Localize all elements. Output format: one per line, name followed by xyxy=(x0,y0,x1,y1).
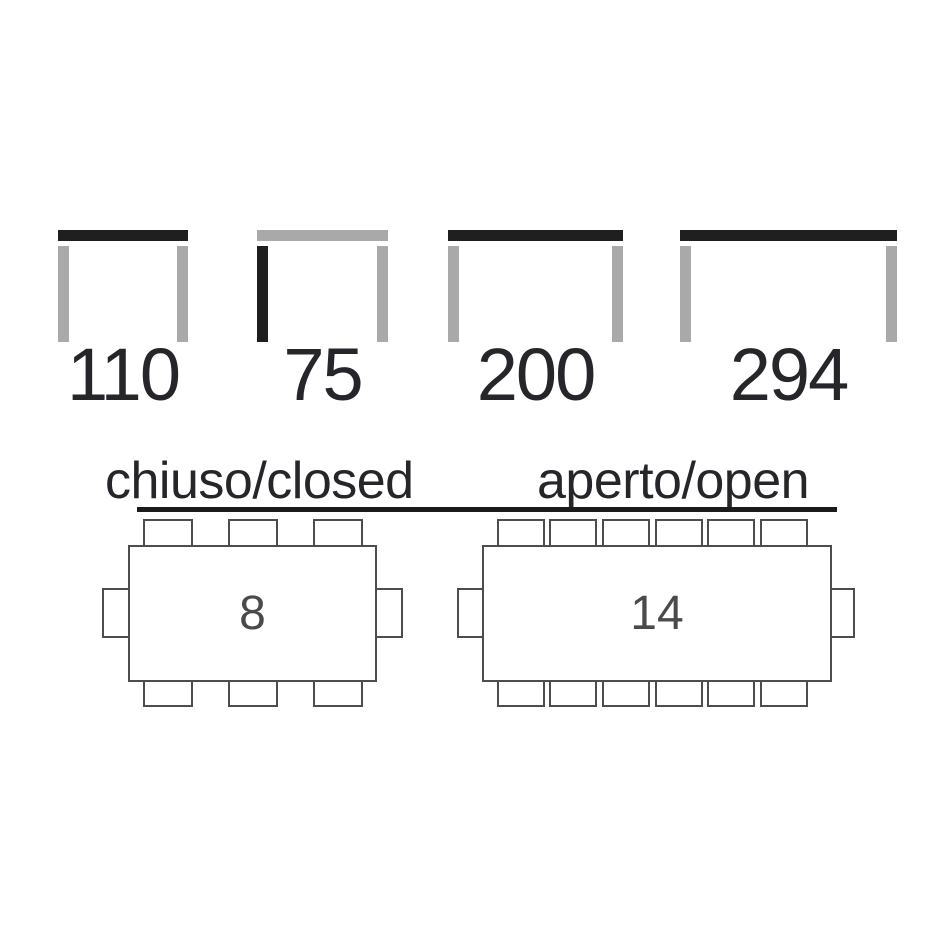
divider-line xyxy=(137,507,837,512)
chair xyxy=(707,519,755,547)
chair xyxy=(143,680,193,707)
chair xyxy=(549,680,597,707)
chair xyxy=(313,519,363,547)
chair xyxy=(830,588,855,638)
dimension-diagram-width-110: 110 xyxy=(58,230,188,440)
chair xyxy=(313,680,363,707)
open-seat-count: 14 xyxy=(630,586,684,640)
chair xyxy=(497,519,545,547)
table-leg-left xyxy=(58,246,69,342)
chair xyxy=(228,519,278,547)
table-leg-right xyxy=(377,246,388,342)
dimension-value: 200 xyxy=(476,333,596,416)
open-config-label: aperto/open xyxy=(537,452,810,510)
chair xyxy=(655,680,703,707)
chair xyxy=(707,680,755,707)
dimension-diagram-height-75: 75 xyxy=(257,230,388,440)
closed-seat-count: 8 xyxy=(239,586,266,640)
chair xyxy=(602,519,650,547)
table-leg-right xyxy=(886,246,897,342)
closed-table-top: 8 xyxy=(128,545,377,682)
tabletop-bar-highlighted xyxy=(448,230,623,241)
tabletop-bar xyxy=(257,230,388,241)
chair xyxy=(143,519,193,547)
open-table-top: 14 xyxy=(482,545,832,682)
table-leg-left xyxy=(680,246,691,342)
chair xyxy=(760,519,808,547)
table-leg-right xyxy=(177,246,188,342)
chair xyxy=(760,680,808,707)
chair xyxy=(102,588,130,638)
tabletop-bar-highlighted xyxy=(680,230,897,241)
chair xyxy=(457,588,484,638)
dimension-value: 75 xyxy=(283,333,363,416)
dimension-value: 294 xyxy=(729,333,849,416)
dimension-diagram-width-294: 294 xyxy=(680,230,897,440)
tabletop-bar-highlighted xyxy=(58,230,188,241)
table-leg-left xyxy=(448,246,459,342)
dimension-value: 110 xyxy=(67,333,181,416)
closed-config-label: chiuso/closed xyxy=(105,452,414,510)
chair xyxy=(228,680,278,707)
chair xyxy=(549,519,597,547)
dimension-diagram-width-200: 200 xyxy=(448,230,623,440)
chair xyxy=(602,680,650,707)
chair xyxy=(655,519,703,547)
chair xyxy=(375,588,403,638)
table-leg-right xyxy=(612,246,623,342)
chair xyxy=(497,680,545,707)
table-leg-left-highlighted xyxy=(257,246,268,342)
